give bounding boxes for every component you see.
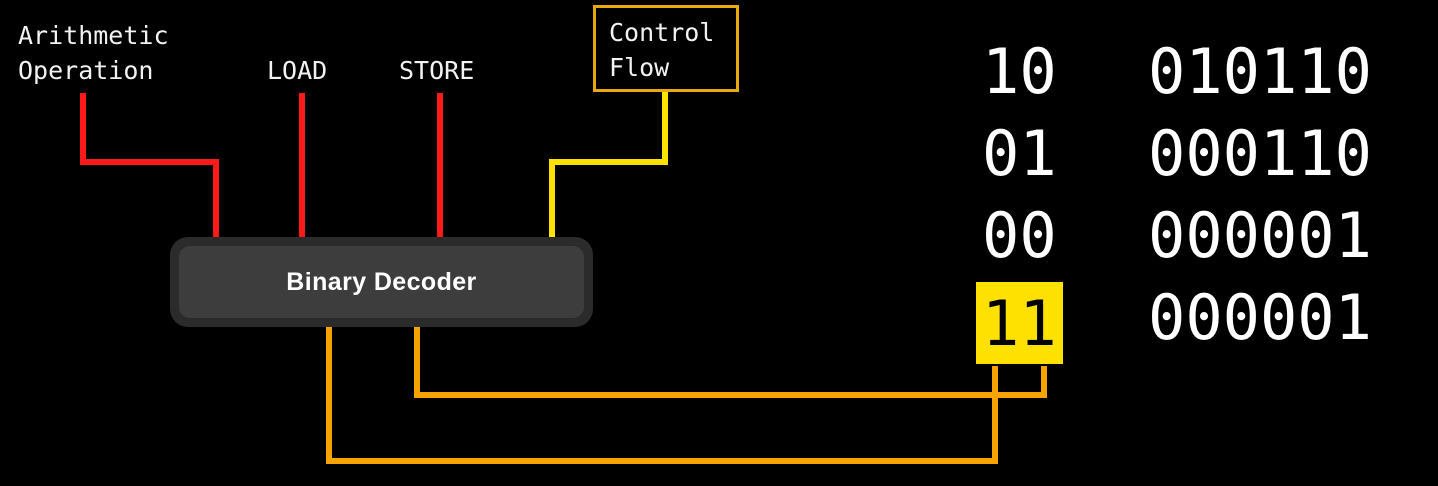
wire-controlflow-vertical-b bbox=[549, 159, 555, 242]
wire-output-inner-vertical bbox=[414, 324, 420, 398]
readout-word: 000001 bbox=[1148, 281, 1372, 354]
readout-opcode-highlighted: 11 bbox=[976, 282, 1063, 364]
readout-opcode: 10 bbox=[982, 35, 1057, 108]
wire-output-outer-vertical bbox=[326, 324, 332, 464]
binary-decoder-label: Binary Decoder bbox=[286, 267, 477, 296]
readout-opcode: 01 bbox=[982, 117, 1057, 190]
input-label-arithmetic-operation: Arithmetic Operation bbox=[18, 21, 169, 85]
readout-opcode: 00 bbox=[982, 199, 1057, 272]
input-label-control-flow: Control Flow bbox=[609, 18, 715, 82]
input-label-load: LOAD bbox=[267, 56, 328, 85]
binary-decoder-node-body: Binary Decoder bbox=[179, 246, 584, 318]
wire-controlflow-vertical-a bbox=[662, 92, 668, 165]
wire-arithmetic-horizontal bbox=[80, 159, 219, 165]
wire-output-outer-horizontal bbox=[326, 458, 998, 464]
binary-decoder-node[interactable]: Binary Decoder bbox=[170, 237, 593, 327]
wire-store-vertical bbox=[437, 93, 443, 242]
wire-output-outer-riser bbox=[992, 366, 998, 464]
wire-load-vertical bbox=[299, 93, 305, 242]
readout-word: 000110 bbox=[1148, 117, 1372, 190]
input-label-control-flow-box: Control Flow bbox=[593, 5, 739, 92]
wire-output-inner-riser bbox=[1041, 366, 1047, 398]
wire-arithmetic-vertical-a bbox=[80, 93, 86, 165]
input-label-store: STORE bbox=[399, 56, 475, 85]
wire-output-inner-horizontal bbox=[414, 392, 1047, 398]
wire-arithmetic-vertical-b bbox=[213, 159, 219, 242]
wire-controlflow-horizontal bbox=[549, 159, 668, 165]
readout-word: 010110 bbox=[1148, 35, 1372, 108]
readout-word: 000001 bbox=[1148, 199, 1372, 272]
